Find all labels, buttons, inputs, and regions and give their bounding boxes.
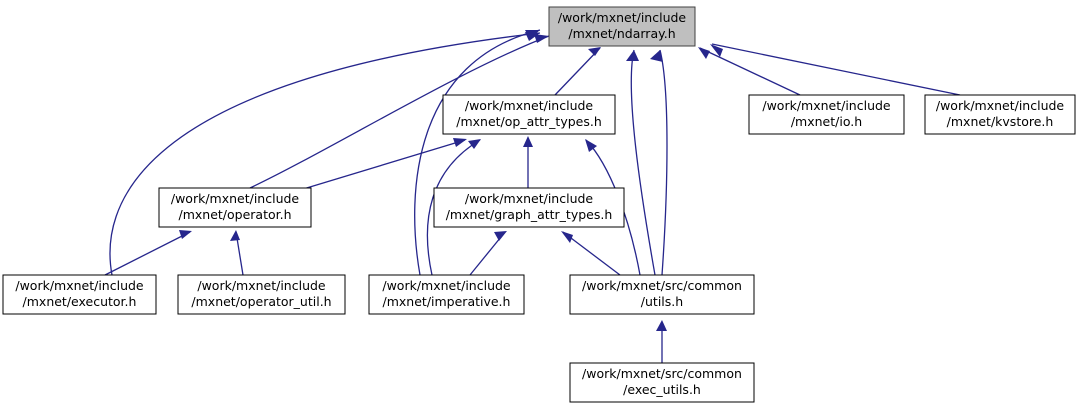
node-label-line1: /work/mxnet/src/common: [582, 366, 742, 381]
edge-line: [562, 231, 621, 276]
graph-node-op_attr_types[interactable]: /work/mxnet/include/mxnet/op_attr_types.…: [442, 94, 616, 135]
edge-operator-to-op_attr_types: [299, 138, 467, 191]
node-box[interactable]: [433, 187, 625, 228]
edge-imperative-to-op_attr_types: [426, 139, 481, 276]
arrowhead-icon: [534, 34, 549, 43]
edge-utils-to-ndarray: [626, 49, 656, 276]
edge-line: [630, 49, 656, 276]
edge-operator_util-to-operator: [230, 230, 244, 276]
arrowhead-icon: [588, 47, 601, 56]
node-label-line1: /work/mxnet/include: [465, 98, 594, 113]
node-box[interactable]: [748, 94, 905, 135]
graph-node-io[interactable]: /work/mxnet/include/mxnet/io.h: [748, 94, 905, 135]
graph-node-graph_attr_types[interactable]: /work/mxnet/include/mxnet/graph_attr_typ…: [433, 187, 625, 228]
node-label-line1: /work/mxnet/include: [197, 278, 326, 293]
arrowhead-icon: [453, 138, 467, 147]
edge-imperative-to-graph_attr_types: [469, 231, 507, 276]
graph-node-operator_util[interactable]: /work/mxnet/include/mxnet/operator_util.…: [177, 274, 346, 315]
edge-line: [554, 47, 601, 96]
node-label-line2: /mxnet/imperative.h: [383, 294, 511, 309]
arrowhead-icon: [468, 139, 481, 149]
arrowhead-icon: [656, 320, 667, 331]
edge-line: [109, 32, 541, 276]
edge-op_attr_types-to-ndarray: [554, 47, 601, 96]
node-label-line1: /work/mxnet/include: [15, 278, 144, 293]
node-label-line2: /mxnet/executor.h: [23, 294, 137, 309]
edge-kvstore-to-ndarray: [710, 43, 961, 96]
node-label-line2: /exec_utils.h: [623, 382, 701, 397]
node-box[interactable]: [158, 187, 312, 228]
graph-node-kvstore[interactable]: /work/mxnet/include/mxnet/kvstore.h: [924, 94, 1076, 135]
node-label-line1: /work/mxnet/include: [382, 278, 511, 293]
node-box[interactable]: [2, 274, 157, 315]
arrowhead-icon: [710, 44, 723, 57]
node-label-line2: /mxnet/operator_util.h: [191, 294, 331, 309]
node-label-line1: /work/mxnet/include: [558, 10, 687, 25]
edge-line: [299, 139, 466, 191]
edge-imperative-to-ndarray: [414, 29, 541, 276]
edge-executor-to-operator: [104, 230, 192, 276]
node-box[interactable]: [442, 94, 616, 135]
arrowhead-icon: [179, 230, 192, 239]
node-label-line1: /work/mxnet/src/common: [582, 278, 742, 293]
node-label-line1: /work/mxnet/include: [465, 191, 594, 206]
edge-line: [104, 231, 191, 276]
arrowhead-icon: [561, 231, 573, 243]
arrowhead-icon: [523, 136, 533, 147]
edge-utils-to-ndarray: [650, 49, 668, 276]
edge-operator-to-ndarray: [249, 34, 550, 189]
graph-node-imperative[interactable]: /work/mxnet/include/mxnet/imperative.h: [368, 274, 525, 315]
node-label-line1: /work/mxnet/include: [171, 191, 300, 206]
node-box[interactable]: [548, 6, 696, 47]
nodes-layer: /work/mxnet/include/mxnet/ndarray.h/work…: [2, 6, 1076, 403]
node-label-line2: /mxnet/operator.h: [178, 207, 291, 222]
edge-exec_utils-to-utils: [656, 320, 667, 363]
edge-line: [249, 35, 550, 189]
arrowhead-icon: [626, 50, 639, 61]
graph-node-exec_utils[interactable]: /work/mxnet/src/common/exec_utils.h: [569, 362, 755, 403]
node-box[interactable]: [924, 94, 1076, 135]
arrowhead-icon: [585, 139, 597, 152]
node-box[interactable]: [368, 274, 525, 315]
graph-node-utils[interactable]: /work/mxnet/src/common/utils.h: [569, 274, 755, 315]
edge-line: [699, 47, 801, 96]
edge-line: [426, 139, 481, 276]
node-label-line2: /mxnet/io.h: [791, 114, 862, 129]
arrowhead-icon: [494, 231, 507, 241]
arrowhead-icon: [525, 30, 540, 39]
edge-utils-to-graph_attr_types: [561, 231, 621, 276]
graph-node-executor[interactable]: /work/mxnet/include/mxnet/executor.h: [2, 274, 157, 315]
edge-line: [414, 29, 541, 276]
graph-node-ndarray[interactable]: /work/mxnet/include/mxnet/ndarray.h: [548, 6, 696, 47]
node-box[interactable]: [569, 274, 755, 315]
node-label-line2: /mxnet/op_attr_types.h: [456, 114, 602, 129]
node-label-line2: /utils.h: [641, 294, 683, 309]
node-label-line1: /work/mxnet/include: [936, 98, 1065, 113]
edge-graph_attr_types-to-op_attr_types: [523, 136, 533, 188]
node-label-line2: /mxnet/kvstore.h: [947, 114, 1054, 129]
edge-io-to-ndarray: [698, 47, 801, 96]
arrowhead-icon: [230, 230, 240, 241]
node-label-line2: /mxnet/graph_attr_types.h: [446, 207, 613, 222]
arrowhead-icon: [698, 47, 710, 59]
node-box[interactable]: [569, 362, 755, 403]
edge-line: [711, 43, 961, 96]
graph-node-operator[interactable]: /work/mxnet/include/mxnet/operator.h: [158, 187, 312, 228]
edge-line: [659, 49, 668, 276]
arrowhead-icon: [650, 50, 663, 62]
node-label-line2: /mxnet/ndarray.h: [568, 26, 675, 41]
node-box[interactable]: [177, 274, 346, 315]
node-label-line1: /work/mxnet/include: [762, 98, 891, 113]
